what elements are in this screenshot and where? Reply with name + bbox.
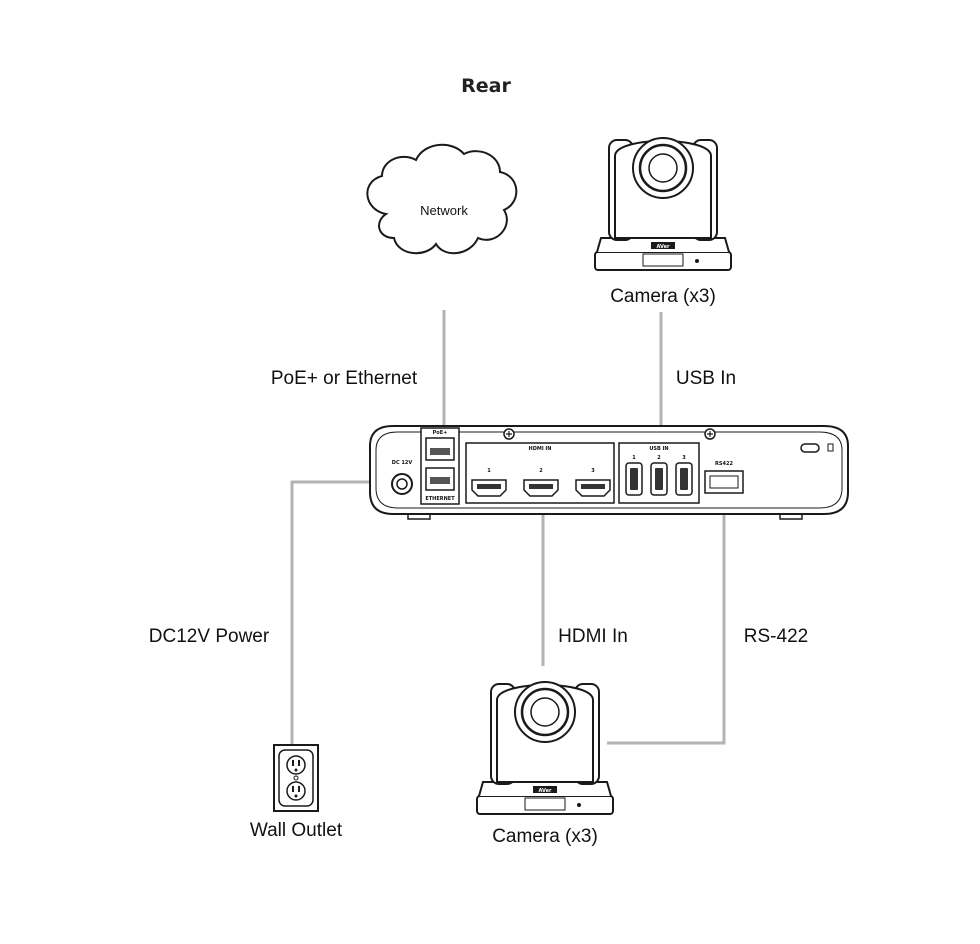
dc-port-label: DC 12V (392, 460, 413, 466)
wall-outlet (273, 744, 319, 812)
hdmi-group-label: HDMI IN (529, 446, 552, 452)
dc-power-label: DC12V Power (149, 626, 270, 647)
rs422-port-label: RS422 (715, 461, 733, 467)
usb-port-number: 1 (632, 455, 636, 461)
rs422-cable (607, 492, 726, 745)
ethernet-port-label: ETHERNET (425, 496, 455, 502)
wires (290, 310, 726, 745)
socket-icon (286, 781, 306, 801)
hdmi-label: HDMI In (558, 626, 628, 647)
socket-icon (286, 755, 306, 775)
usb-port-number: 3 (682, 455, 686, 461)
usb-label: USB In (676, 368, 736, 389)
camera-brand-text: AVer (539, 788, 553, 794)
camera-top: AVer (594, 137, 732, 271)
hdmi-port-number: 1 (487, 468, 491, 474)
usb-port-number: 2 (657, 455, 661, 461)
brand-badge (651, 242, 675, 249)
brand-badge (533, 786, 557, 793)
poe-label: PoE+ or Ethernet (271, 368, 418, 389)
diagram-title: Rear (461, 75, 511, 97)
lock-symbol-icon (827, 443, 834, 452)
hdmi-port-number: 2 (539, 468, 543, 474)
lock-slot-icon (800, 443, 820, 453)
rear-device: DC 12V PoE+ ETHERNET HDMI IN 1 2 3 USB I… (369, 425, 849, 520)
camera-bottom: AVer (476, 681, 614, 815)
camera-brand-text: AVer (657, 244, 671, 250)
wall-outlet-label: Wall Outlet (250, 820, 343, 841)
camera-bottom-label: Camera (x3) (492, 826, 598, 847)
usb-group-label: USB IN (649, 446, 668, 452)
rs422-label: RS-422 (744, 626, 808, 647)
network-cloud: Network (366, 143, 518, 254)
network-label: Network (420, 203, 468, 218)
hdmi-port-number: 3 (591, 468, 595, 474)
poe-port-label: PoE+ (433, 430, 448, 436)
dc-power-cable (290, 480, 392, 744)
camera-top-label: Camera (x3) (610, 286, 716, 307)
